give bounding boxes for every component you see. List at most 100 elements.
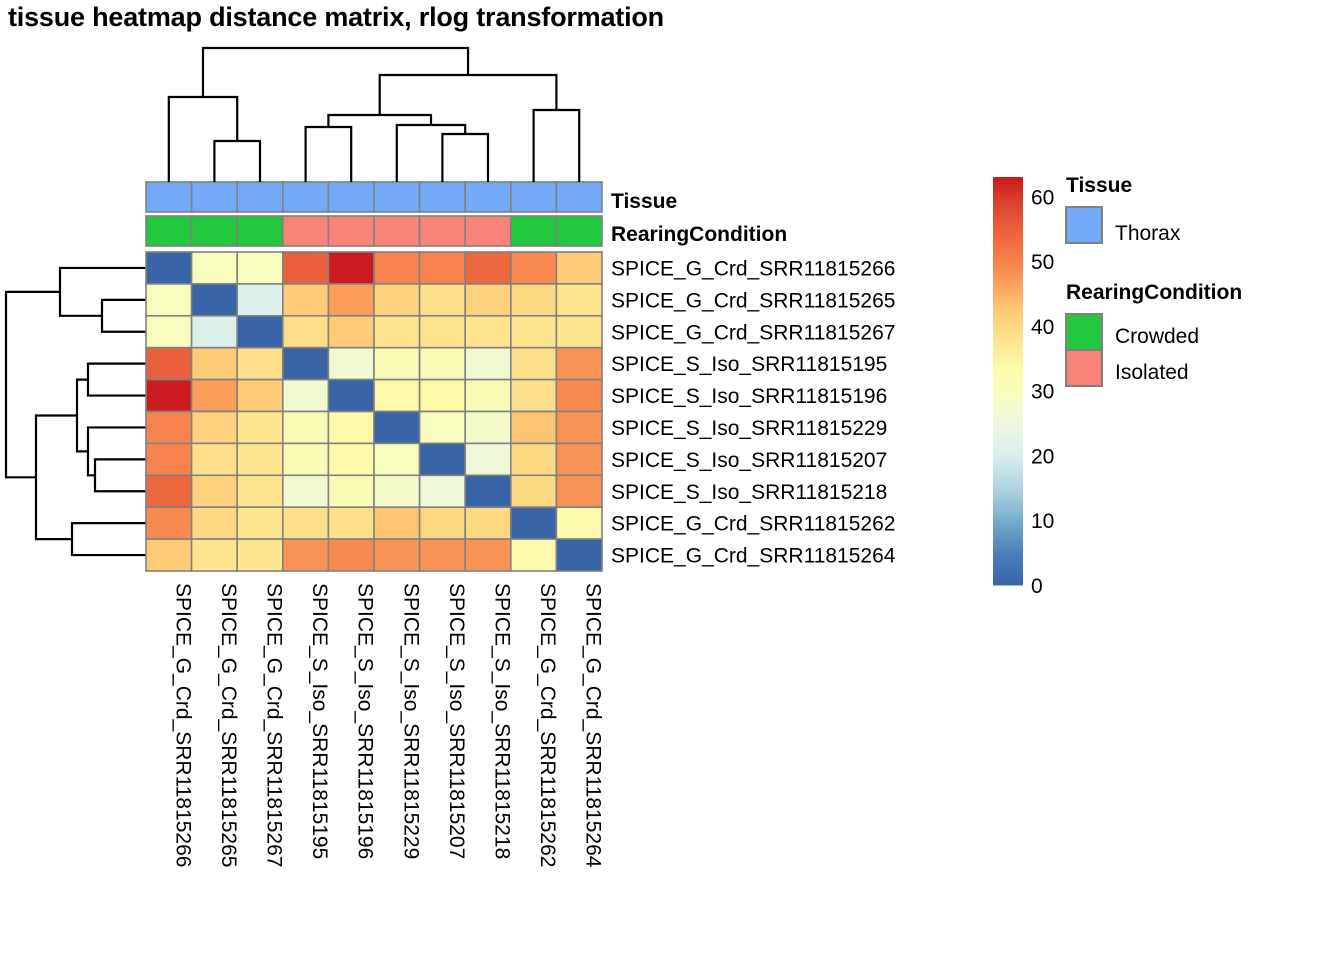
heatmap-cell: [327, 346, 375, 381]
colorbar-segment: [993, 261, 1023, 265]
legend-label-crowded: Crowded: [1115, 325, 1199, 348]
colorbar-segment: [993, 249, 1023, 253]
dendrogram-link: [75, 378, 88, 453]
colorbar-segment: [993, 426, 1023, 430]
colorbar-segment: [993, 438, 1023, 442]
row-label: SPICE_S_Iso_SRR11815218: [611, 481, 887, 504]
heatmap-cell: [509, 474, 558, 508]
heatmap-cell: [190, 346, 239, 381]
colorbar-segment: [993, 376, 1023, 380]
annotation-ticks: [167, 172, 581, 182]
colorbar-segment: [993, 229, 1023, 233]
heatmap-cell: [281, 538, 330, 572]
colorbar-segment: [993, 244, 1023, 248]
heatmap-cell: [464, 538, 512, 572]
heatmap-cell: [281, 378, 330, 413]
colorbar-segment: [993, 529, 1023, 533]
colorbar-segment: [993, 280, 1023, 284]
colorbar-segment: [993, 273, 1023, 277]
dendrogram-link: [201, 46, 470, 97]
dendrogram-link: [4, 290, 60, 479]
colorbar-segment: [993, 258, 1023, 262]
colorbar-segment: [993, 241, 1023, 245]
heatmap-cell: [236, 378, 284, 413]
heatmap-cell: [464, 378, 512, 413]
colorbar-segment: [993, 546, 1023, 550]
heatmap-cell: [236, 538, 284, 572]
colorbar-tick-label: 20: [1031, 445, 1054, 468]
heatmap-cell: [236, 474, 284, 508]
colorbar-segment: [993, 357, 1023, 361]
colorbar-segment: [993, 508, 1023, 512]
rearing-annotation-cell: [509, 215, 558, 247]
colorbar-segment: [993, 304, 1023, 308]
colorbar-segment: [993, 462, 1023, 466]
row-label: SPICE_S_Iso_SRR11815229: [611, 417, 887, 440]
colorbar: [993, 177, 1023, 586]
colorbar-segment: [993, 481, 1023, 485]
colorbar-segment: [993, 575, 1023, 579]
dendrogram-link: [34, 414, 77, 541]
colorbar-segment: [993, 539, 1023, 543]
colorbar-segment: [993, 318, 1023, 322]
column-label: SPICE_G_Crd_SRR11815265: [217, 583, 240, 867]
colorbar-segment: [993, 489, 1023, 493]
heatmap-cell: [555, 283, 603, 317]
colorbar-segment: [993, 407, 1023, 411]
dendrogram-link: [441, 132, 490, 172]
tissue-annotation-cell: [464, 181, 512, 213]
rearing-annotation-cell: [418, 215, 467, 247]
heatmap-cell: [145, 410, 193, 445]
tissue-annotation-cell: [145, 181, 193, 213]
heatmap-cell: [236, 506, 284, 540]
rearing-annotation-cell: [236, 215, 284, 247]
heatmap-cell: [373, 314, 421, 349]
colorbar-segment: [993, 263, 1023, 267]
dendrogram-link: [213, 139, 262, 172]
tissue-annotation-cell: [373, 181, 421, 213]
colorbar-segment: [993, 402, 1023, 406]
heatmap-cell: [145, 538, 193, 572]
heatmap-cell: [190, 506, 239, 540]
colorbar-segment: [993, 321, 1023, 325]
colorbar-segment: [993, 412, 1023, 416]
colorbar-segment: [993, 448, 1023, 452]
heatmap-cell: [373, 410, 421, 445]
colorbar-tick-label: 10: [1031, 510, 1054, 533]
heatmap-cell: [509, 346, 558, 381]
colorbar-segment: [993, 383, 1023, 387]
heatmap-cell: [145, 346, 193, 381]
heatmap-cell: [145, 378, 193, 413]
heatmap-cell: [464, 314, 512, 349]
colorbar-tick-label: 40: [1031, 316, 1054, 339]
rearing-annotation-cell: [327, 215, 375, 247]
colorbar-segment: [993, 537, 1023, 541]
heatmap-cell: [281, 442, 330, 477]
colorbar-segment: [993, 373, 1023, 377]
colorbar-segment: [993, 177, 1023, 181]
colorbar-segment: [993, 354, 1023, 358]
colorbar-segment: [993, 493, 1023, 497]
colorbar-tick-label: 30: [1031, 381, 1054, 404]
heatmap-cell: [555, 538, 603, 572]
column-label: SPICE_S_Iso_SRR11815207: [445, 583, 468, 859]
colorbar-segment: [993, 352, 1023, 356]
heatmap-cell: [555, 442, 603, 477]
colorbar-segment: [993, 193, 1023, 197]
dendrogram-link: [532, 108, 581, 172]
colorbar-segment: [993, 505, 1023, 509]
heatmap-cell: [555, 410, 603, 445]
colorbar-segment: [993, 517, 1023, 521]
heatmap-cell: [418, 314, 467, 349]
colorbar-segment: [993, 520, 1023, 524]
page-title: tissue heatmap distance matrix, rlog tra…: [8, 2, 664, 32]
colorbar-segment: [993, 239, 1023, 243]
heatmap-cell: [190, 410, 239, 445]
colorbar-segment: [993, 349, 1023, 353]
legend-label-isolated: Isolated: [1115, 361, 1189, 384]
colorbar-segment: [993, 510, 1023, 514]
column-label: SPICE_S_Iso_SRR11815196: [354, 583, 377, 859]
heatmap-cell: [555, 346, 603, 381]
colorbar-segment: [993, 544, 1023, 548]
